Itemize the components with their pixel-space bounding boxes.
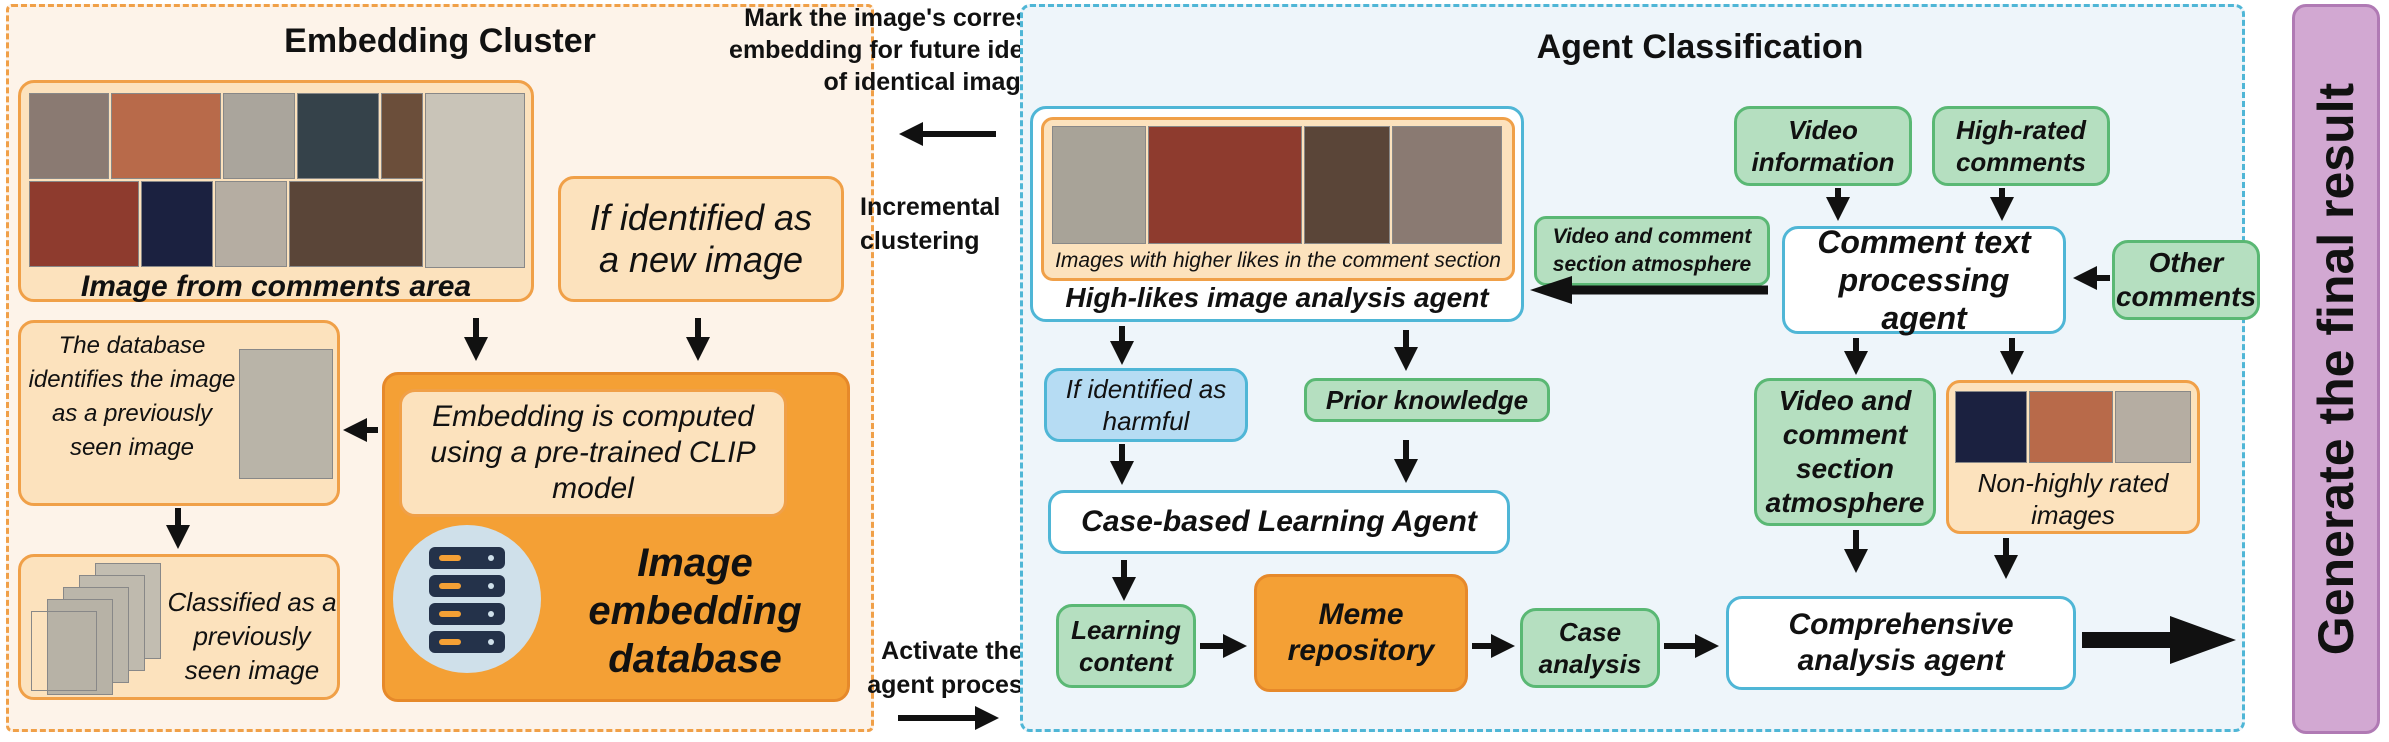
high-rated-comments-box: High-rated comments	[1932, 106, 2110, 186]
non-highly-rated-label: Non-highly rated images	[1977, 468, 2169, 530]
new-image-box: If identified as a new image	[558, 176, 844, 302]
comment-thumbnail	[111, 93, 221, 179]
db-identifies-label: The database identifies the image as a p…	[28, 332, 236, 461]
atmosphere-arrowhead	[1530, 276, 1572, 304]
prior-knowledge-box: Prior knowledge	[1304, 378, 1550, 422]
comment-thumbnail	[215, 181, 287, 267]
comment-thumbnail	[289, 181, 423, 267]
non-highly-rated-box: Non-highly rated images	[1946, 380, 2200, 534]
comment-thumbnail	[297, 93, 379, 179]
high-likes-agent-box: Images with higher likes in the comment …	[1030, 106, 1524, 322]
high-likes-agent-label: High-likes image analysis agent	[1065, 282, 1489, 313]
final-arrowhead	[2170, 616, 2236, 664]
high-likes-images: Images with higher likes in the comment …	[1041, 117, 1515, 281]
non-highly-thumbnail	[1955, 391, 2027, 463]
seen-image-thumbnail	[239, 349, 333, 479]
non-highly-thumbnail	[2115, 391, 2191, 463]
comment-thumbnail	[29, 93, 109, 179]
high-likes-thumbnail	[1148, 126, 1302, 244]
comprehensive-agent-box: Comprehensive analysis agent	[1726, 596, 2076, 690]
comment-text-agent-box: Comment text processing agent	[1782, 224, 2066, 336]
comments-area-label: Image from comments area	[80, 270, 472, 303]
database-label: Image embedding database	[588, 541, 802, 681]
meme-repository-box: Meme repository	[1254, 574, 1468, 692]
activate-agent-note: Activate the agent process	[867, 637, 1037, 699]
comments-image-box: Image from comments area	[18, 80, 534, 303]
other-comments-box: Other comments	[2112, 240, 2260, 320]
non-highly-thumbnail	[2029, 391, 2113, 463]
high-likes-thumbnail	[1304, 126, 1390, 244]
if-harmful-box: If identified as harmful	[1044, 368, 1248, 442]
video-information-box: Video information	[1734, 106, 1912, 186]
case-learning-agent-box: Case-based Learning Agent	[1048, 490, 1510, 554]
classified-label: Classified as a previously seen image	[167, 587, 337, 685]
final-result-bar: Generate the final result	[2292, 4, 2380, 734]
case-analysis-box: Case analysis	[1520, 608, 1660, 688]
atmosphere-arrow-label: Video and comment section atmosphere	[1534, 216, 1770, 286]
comment-thumbnail	[425, 93, 525, 268]
classified-box: Classified as a previously seen image	[18, 554, 340, 700]
high-likes-thumbnail	[1052, 126, 1146, 244]
high-likes-caption: Images with higher likes in the comment …	[1055, 249, 1501, 272]
agent-classification-title: Agent Classification	[1536, 28, 1864, 66]
embedding-database-box: Embedding is computed using a pre-traine…	[382, 372, 850, 702]
comment-thumbnail	[223, 93, 295, 179]
video-atmosphere-box: Video and comment section atmosphere	[1754, 378, 1936, 526]
embedding-cluster-title: Embedding Cluster	[284, 22, 596, 60]
comment-thumbnail	[141, 181, 213, 267]
database-icon	[393, 525, 541, 673]
learning-content-box: Learning content	[1056, 604, 1196, 688]
comment-thumbnail	[29, 181, 139, 267]
stacked-image-icon	[31, 611, 97, 691]
stacked-image-icon	[47, 599, 113, 695]
db-identifies-box: The database identifies the image as a p…	[18, 320, 340, 506]
high-likes-thumbnail	[1392, 126, 1502, 244]
comment-thumbnail	[381, 93, 423, 179]
clip-model-box: Embedding is computed using a pre-traine…	[399, 389, 787, 517]
